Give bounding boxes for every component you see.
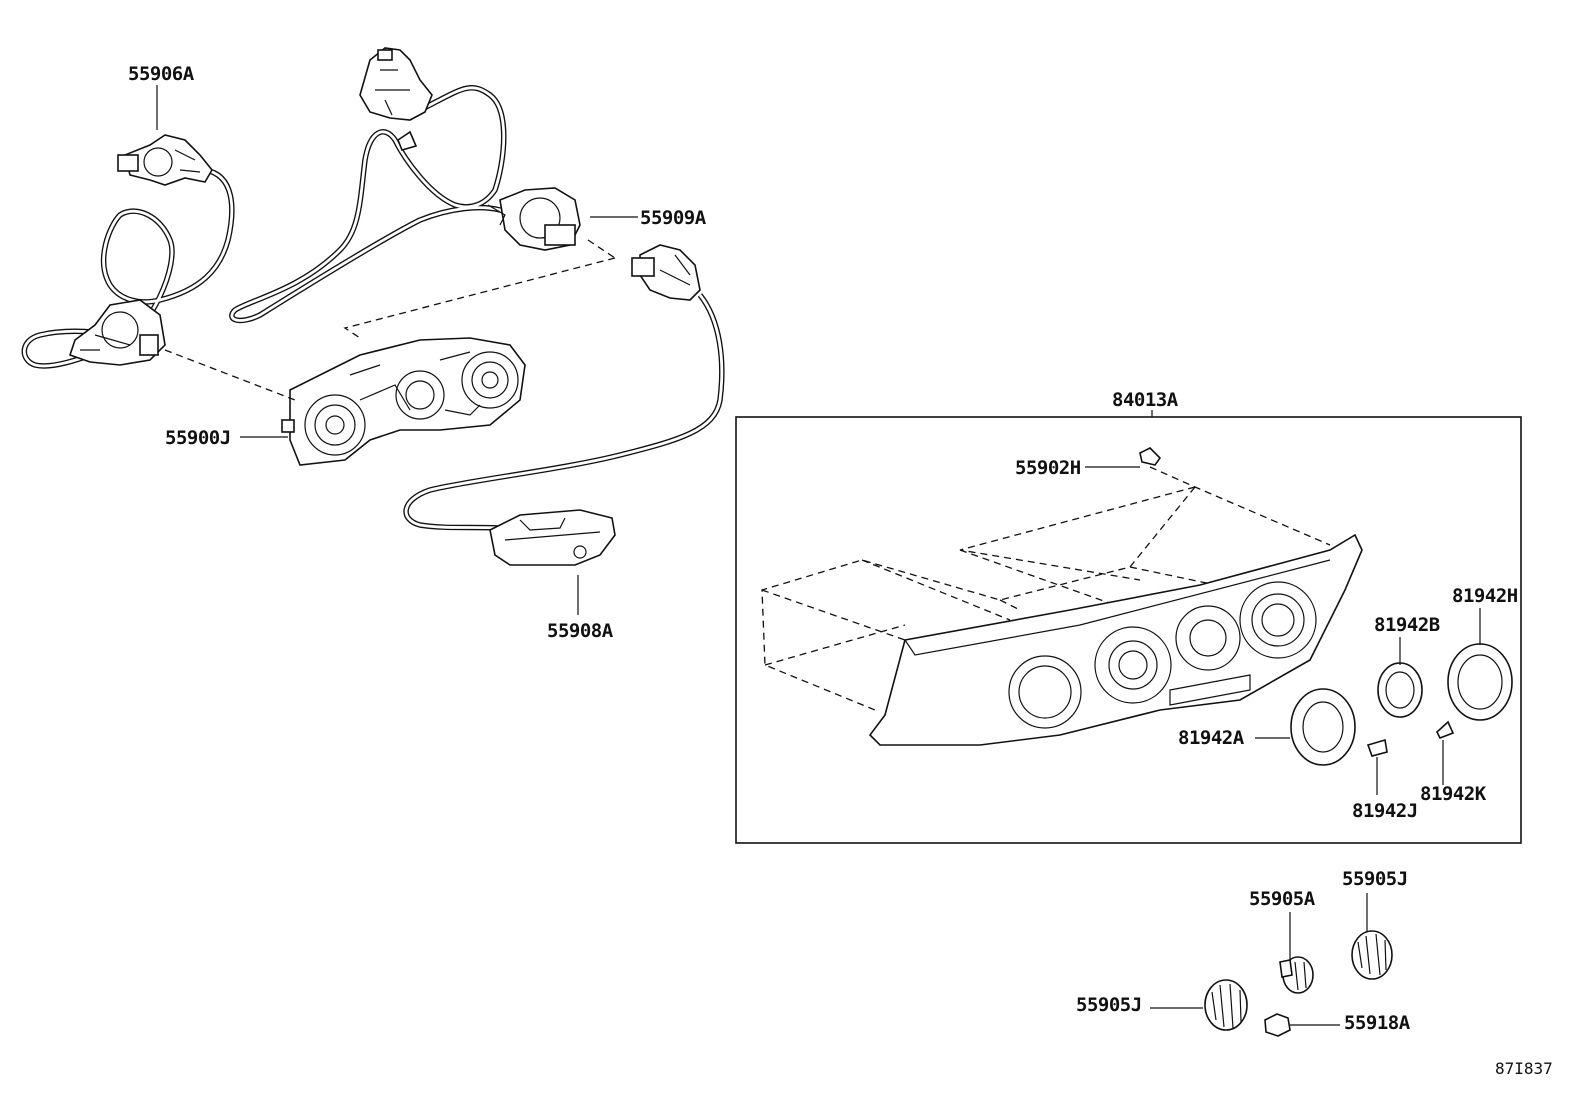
explode-lines bbox=[164, 239, 1331, 711]
connector-55908a-top bbox=[631, 244, 701, 301]
document-number: 87I837 bbox=[1495, 1059, 1553, 1078]
knob-55918a bbox=[1264, 1013, 1291, 1037]
knob-55905a bbox=[1279, 956, 1314, 994]
label-55908a: 55908A bbox=[547, 620, 613, 642]
cable-55909a-wire bbox=[229, 85, 507, 324]
faceplate-84013a bbox=[868, 533, 1363, 746]
label-81942h: 81942H bbox=[1452, 585, 1518, 607]
ring-81942h bbox=[1447, 643, 1513, 721]
clip-55902h bbox=[1139, 447, 1162, 466]
label-84013a: 84013A bbox=[1112, 389, 1178, 411]
module-55908a bbox=[489, 509, 616, 566]
connector-55909a-top bbox=[359, 47, 433, 151]
label-55909a: 55909A bbox=[640, 207, 706, 229]
label-55918a: 55918A bbox=[1344, 1012, 1410, 1034]
label-55900j: 55900J bbox=[165, 427, 231, 449]
label-55905j-top: 55905J bbox=[1342, 868, 1408, 890]
ring-81942b bbox=[1377, 662, 1423, 718]
label-55906a: 55906A bbox=[128, 63, 194, 85]
control-unit-55900j bbox=[281, 337, 526, 466]
ring-81942a bbox=[1290, 688, 1356, 766]
assembly-84013a-box bbox=[735, 416, 1522, 844]
knob-55905j-left bbox=[1204, 979, 1248, 1031]
cable-55906a-wire bbox=[21, 167, 235, 369]
label-81942k: 81942K bbox=[1420, 783, 1486, 805]
knob-55905j-top bbox=[1351, 930, 1393, 980]
cable-55908a-wire bbox=[403, 293, 725, 533]
piece-81942j bbox=[1366, 738, 1388, 757]
label-55905j-left: 55905J bbox=[1076, 994, 1142, 1016]
connector-55906a-bottom bbox=[68, 299, 166, 366]
label-81942b: 81942B bbox=[1374, 614, 1440, 636]
label-81942a: 81942A bbox=[1178, 727, 1244, 749]
connector-55909a-right bbox=[487, 187, 581, 251]
label-55902h: 55902H bbox=[1015, 457, 1081, 479]
leader-lines bbox=[156, 85, 1481, 1026]
piece-81942k bbox=[1436, 720, 1455, 740]
connector-55906a-top bbox=[117, 134, 213, 186]
label-55905a: 55905A bbox=[1249, 888, 1315, 910]
label-81942j: 81942J bbox=[1352, 800, 1418, 822]
